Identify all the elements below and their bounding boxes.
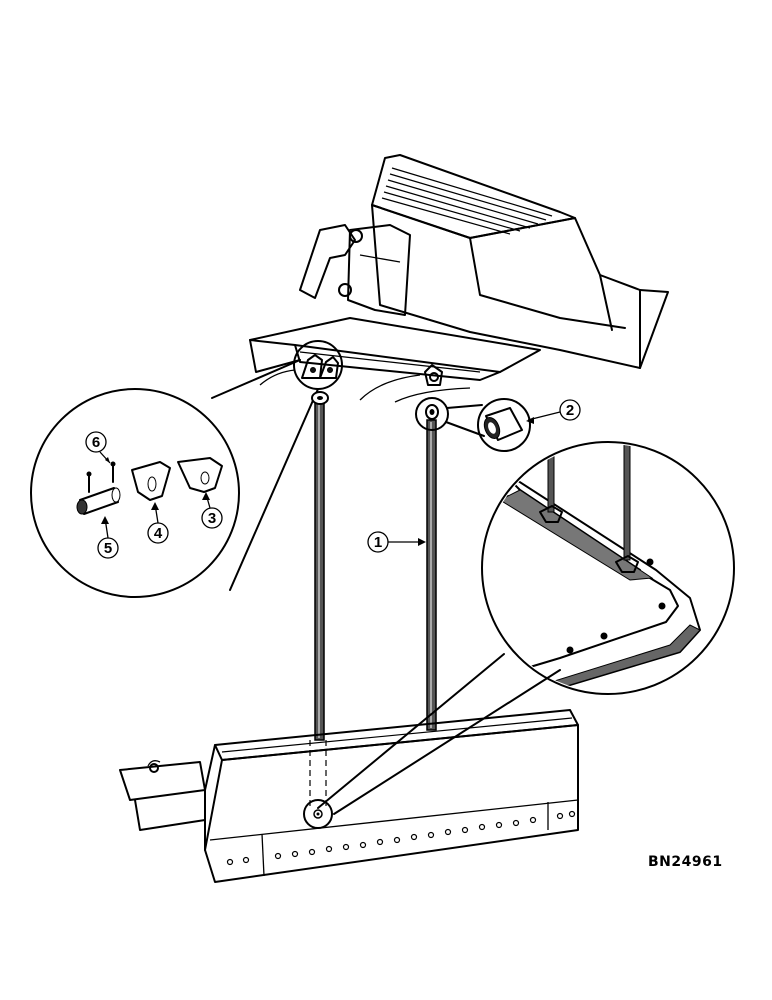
- callout-4: 4: [147, 502, 169, 544]
- part-5-pin: [76, 487, 121, 515]
- left-mount-detail: 6 5 4 3: [30, 340, 343, 598]
- dozer-blade: [119, 709, 579, 883]
- part-2-bushing: [483, 407, 523, 441]
- callout-5-label: 5: [104, 540, 112, 557]
- callout-3-label: 3: [208, 510, 216, 527]
- part-4-pin-block: [131, 461, 171, 501]
- callout-1-label: 1: [374, 534, 382, 551]
- bushing-detail: 2: [415, 397, 581, 452]
- blade-frame-detail: [317, 441, 735, 815]
- callout-1: 1: [367, 531, 426, 553]
- loader-bucket-assembly: [249, 154, 669, 403]
- callout-4-label: 4: [154, 525, 163, 542]
- callout-2-label: 2: [566, 402, 574, 419]
- blade-bolt-holes: [226, 810, 576, 866]
- callout-6-label: 6: [92, 434, 100, 451]
- callout-3: 3: [201, 492, 223, 529]
- callout-6: 6: [85, 431, 111, 464]
- callout-2: 2: [526, 399, 581, 424]
- part-6-cotter-pins: [86, 461, 116, 493]
- reference-code: BN24961: [648, 854, 723, 870]
- part-3-pin-block: [177, 457, 223, 493]
- callout-5: 5: [97, 516, 119, 559]
